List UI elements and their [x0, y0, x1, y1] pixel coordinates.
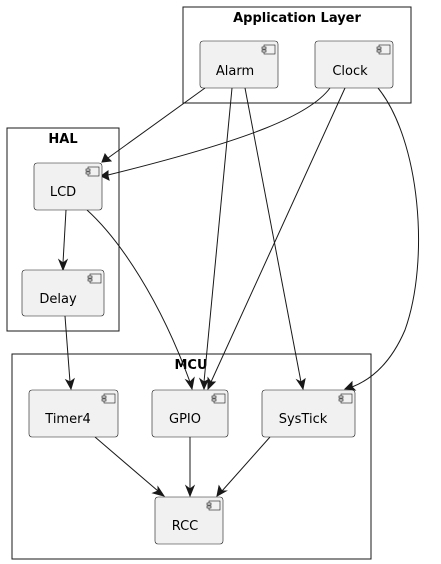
- component-label: Clock: [332, 64, 368, 79]
- component-icon: [261, 44, 276, 55]
- edge-alarm-to-systick: [244, 87, 306, 391]
- component-clock[interactable]: Clock: [314, 40, 394, 89]
- component-icon: [206, 500, 221, 511]
- component-box[interactable]: [154, 496, 224, 545]
- edges: [57, 87, 420, 498]
- component-label: Timer4: [44, 412, 90, 427]
- edge-lcd-to-delay: [57, 209, 69, 272]
- component-alarm[interactable]: Alarm: [199, 40, 279, 89]
- component-box[interactable]: [199, 40, 279, 89]
- component-rcc[interactable]: RCC: [154, 496, 224, 545]
- component-icon: [85, 166, 100, 177]
- edge-delay-to-timer4: [64, 315, 75, 391]
- component-icon: [376, 44, 391, 55]
- edge-clock-to-lcd: [100, 87, 331, 181]
- component-icon: [87, 273, 102, 284]
- edge-alarm-to-lcd: [101, 87, 206, 163]
- component-box[interactable]: [21, 269, 105, 317]
- component-timer4[interactable]: Timer4: [28, 389, 119, 438]
- component-label: SysTick: [279, 412, 328, 427]
- component-box[interactable]: [151, 389, 229, 438]
- edge-systick-to-rcc: [216, 436, 271, 497]
- edge-gpio-to-rcc: [184, 437, 196, 498]
- package-title: MCU: [174, 358, 207, 373]
- component-box[interactable]: [261, 389, 356, 438]
- component-label: Delay: [39, 292, 77, 307]
- package-title: HAL: [48, 132, 77, 147]
- component-box[interactable]: [33, 162, 103, 211]
- component-icon: [101, 393, 116, 404]
- edge-lcd-to-gpio: [86, 209, 195, 391]
- component-label: RCC: [172, 519, 199, 534]
- component-label: Alarm: [216, 64, 254, 79]
- component-systick[interactable]: SysTick: [261, 389, 356, 438]
- edge-clock-to-systick: [343, 87, 420, 391]
- component-gpio[interactable]: GPIO: [151, 389, 229, 438]
- component-box[interactable]: [28, 389, 119, 438]
- component-label: LCD: [50, 185, 76, 200]
- edge-timer4-to-rcc: [94, 436, 166, 497]
- component-box[interactable]: [314, 40, 394, 89]
- component-label: GPIO: [169, 412, 201, 427]
- component-lcd[interactable]: LCD: [33, 162, 103, 211]
- component-delay[interactable]: Delay: [21, 269, 105, 317]
- package-title: Application Layer: [233, 11, 361, 26]
- component-icon: [211, 393, 226, 404]
- edge-alarm-to-gpio: [198, 87, 233, 391]
- edge-clock-to-gpio: [207, 87, 346, 391]
- component-icon: [338, 393, 353, 404]
